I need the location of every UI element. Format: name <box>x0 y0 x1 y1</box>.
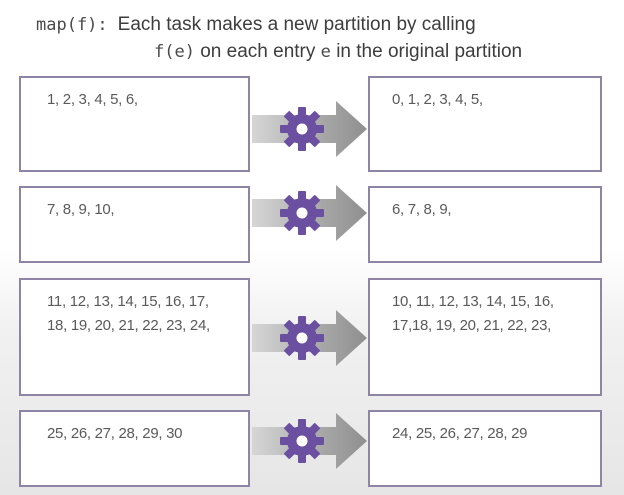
fe-code: f(e) <box>154 42 195 62</box>
partition-line: 6, 7, 8, 9, <box>392 201 452 218</box>
partition-line: 17,18, 19, 20, 21, 22, 23, <box>392 317 552 334</box>
input-partition-2: 7, 8, 9, 10, <box>19 186 250 263</box>
output-partition-3: 10, 11, 12, 13, 14, 15, 16, 17,18, 19, 2… <box>368 278 602 396</box>
partition-line: 1, 2, 3, 4, 5, 6, <box>47 91 138 108</box>
map-function-code: map(f): <box>36 15 108 35</box>
header-line-1: map(f): Each task makes a new partition b… <box>36 12 476 38</box>
output-partition-1: 0, 1, 2, 3, 4, 5, <box>368 76 602 172</box>
input-partition-1: 1, 2, 3, 4, 5, 6, <box>19 76 250 172</box>
map-arrow-2 <box>252 185 368 241</box>
output-partition-4: 24, 25, 26, 27, 28, 29 <box>368 410 602 487</box>
map-arrow-3 <box>252 310 368 366</box>
header-line-2: f(e) on each entry e in the original par… <box>154 39 522 65</box>
partition-line: 18, 19, 20, 21, 22, 23, 24, <box>47 317 210 334</box>
map-arrow-4 <box>252 413 368 469</box>
header-text-1: Each task makes a new partition by calli… <box>117 14 476 35</box>
header-text-2b: in the original partition <box>336 41 523 62</box>
partition-line: 0, 1, 2, 3, 4, 5, <box>392 91 483 108</box>
map-arrow-1 <box>252 101 368 157</box>
partition-line: 24, 25, 26, 27, 28, 29 <box>392 425 528 442</box>
partition-line: 11, 12, 13, 14, 15, 16, 17, <box>47 293 209 310</box>
output-partition-2: 6, 7, 8, 9, <box>368 186 602 263</box>
input-partition-3: 11, 12, 13, 14, 15, 16, 17, 18, 19, 20, … <box>19 278 250 396</box>
partition-line: 10, 11, 12, 13, 14, 15, 16, <box>392 293 554 310</box>
arrow-right-icon <box>252 310 367 366</box>
input-partition-4: 25, 26, 27, 28, 29, 30 <box>19 410 250 487</box>
arrow-right-icon <box>252 413 367 469</box>
e-code: e <box>320 42 331 62</box>
partition-line: 25, 26, 27, 28, 29, 30 <box>47 425 183 442</box>
arrow-right-icon <box>252 185 367 241</box>
arrow-right-icon <box>252 101 367 157</box>
partition-line: 7, 8, 9, 10, <box>47 201 115 218</box>
header-text-2a: on each entry <box>200 41 316 62</box>
